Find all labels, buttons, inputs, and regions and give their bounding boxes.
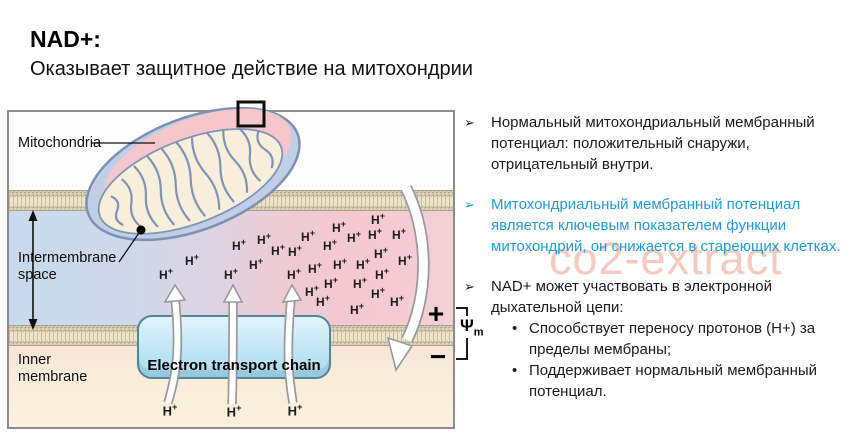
h-ion-label: H+ <box>392 226 406 243</box>
bullet-item: ➢ Нормальный митохондриальный мембранный … <box>464 112 848 175</box>
h-ion-label: H+ <box>159 266 173 283</box>
page-subtitle: Оказывает защитное действие на митохондр… <box>30 58 473 80</box>
bullet-text: Митохондриальный мембранный потенциал яв… <box>491 196 841 255</box>
mitochondria-diagram: Mitochondria Intermembrane space Inner m… <box>7 100 455 429</box>
plus-sign: + <box>427 298 445 329</box>
dot-bullet-icon: • <box>512 320 518 337</box>
h-ion-label: H+ <box>287 266 301 283</box>
h-ion-label: H+ <box>347 229 361 246</box>
h-ion-label: H+ <box>301 228 315 245</box>
h-ion-label: H+ <box>308 260 322 277</box>
h-ion-label: H+ <box>305 283 319 300</box>
h-ion-label: H+ <box>287 402 303 419</box>
cristae-folds <box>110 128 274 228</box>
electron-transport-chain-label: Electron transport chain <box>147 357 321 374</box>
h-ion-label: H+ <box>374 245 388 262</box>
bullet-text: NAD+ может участвовать в электронной дых… <box>491 276 848 402</box>
h-ion-label: H+ <box>316 293 330 310</box>
h-ion-label: H+ <box>271 242 285 259</box>
h-ion-label: H+ <box>232 237 246 254</box>
watermark-text: co2-extract <box>549 233 783 284</box>
h-ion-label: H+ <box>333 256 347 273</box>
diagram-overlay-art <box>28 100 430 405</box>
inner-membrane-label: Inner membrane <box>18 352 88 385</box>
mitochondria-label: Mitochondria <box>18 135 102 151</box>
h-ion-label: H+ <box>332 219 346 236</box>
h-ion-label: H+ <box>390 293 404 310</box>
sub-bullet-text: Способствует переносу протонов (H+) за п… <box>529 320 816 358</box>
arrow-bullet-icon: ➢ <box>464 115 475 130</box>
h-ion-label: H+ <box>356 256 370 273</box>
intermembrane-span-arrow <box>28 210 38 330</box>
sub-bullet-item: • Поддерживает нормальный мембранный поте… <box>508 360 848 402</box>
bullet-list: ➢ Нормальный митохондриальный мембранный … <box>464 112 848 402</box>
h-ion-label: H+ <box>185 252 199 269</box>
membrane-zoom-callout-square <box>236 100 266 128</box>
bullet-item: ➢ NAD+ может участвовать в электронной ды… <box>464 276 848 402</box>
h-ion-label: H+ <box>324 275 338 292</box>
h-ion-label: H+ <box>371 211 385 228</box>
proton-up-arrows <box>163 283 303 405</box>
sub-bullet-text: Поддерживает нормальный мембранный потен… <box>529 362 818 400</box>
h-ion-label: H+ <box>249 256 263 273</box>
arrow-bullet-icon: ➢ <box>464 197 475 212</box>
bullet-item: ➢ Митохондриальный мембранный потенциал я… <box>464 194 848 257</box>
h-ion-label: H+ <box>162 402 178 419</box>
intermembrane-pointer-line <box>118 229 142 263</box>
bullet-text: Нормальный митохондриальный мембранный п… <box>491 114 815 173</box>
h-ion-label: H+ <box>368 226 382 243</box>
dot-bullet-icon: • <box>512 362 518 379</box>
page-title: NAD+: <box>30 26 101 52</box>
mitochondrion-illustration <box>85 106 301 242</box>
h-ion-label: H+ <box>353 275 367 292</box>
h-ion-label: H+ <box>226 403 242 420</box>
sub-bullet-list: • Способствует переносу протонов (H+) за … <box>508 318 848 402</box>
sub-bullet-item: • Способствует переносу протонов (H+) за … <box>508 318 848 360</box>
h-ion-label: H+ <box>371 285 385 302</box>
h-ion-label: H+ <box>323 237 337 254</box>
h-ion-label: H+ <box>375 266 389 283</box>
h-ion-label: H+ <box>350 301 364 318</box>
h-ion-label: H+ <box>224 266 238 283</box>
membrane-potential-down-arrow <box>386 185 430 372</box>
h-ion-label: H+ <box>398 252 412 269</box>
intermembrane-space-label: Intermembrane space <box>18 250 117 283</box>
h-ion-label: H+ <box>257 231 271 248</box>
arrow-bullet-icon: ➢ <box>464 279 475 294</box>
h-ion-label: H+ <box>288 243 302 260</box>
minus-sign: − <box>429 341 447 372</box>
psi-m-label: Ψm <box>458 316 486 339</box>
